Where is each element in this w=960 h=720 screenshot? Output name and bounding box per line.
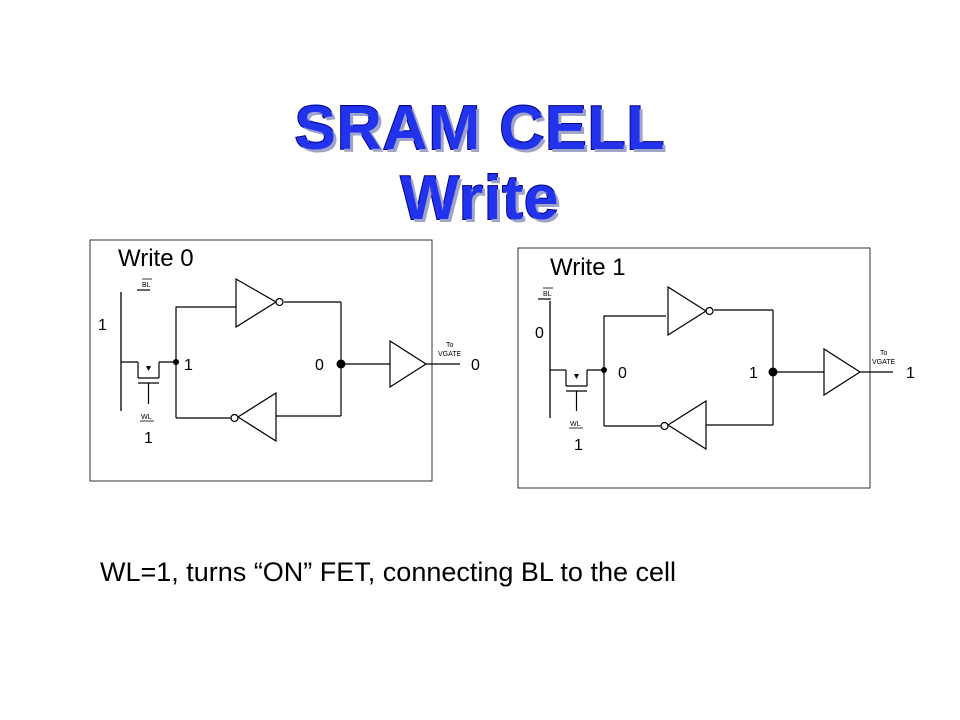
output-value: 1 [906, 365, 915, 382]
panel-frame [89, 239, 433, 482]
output-buffer [823, 347, 862, 397]
title-line-2: Write [400, 164, 560, 233]
out-label-top: To [880, 350, 888, 357]
wl-label: WL [570, 421, 581, 428]
left-node-value: 1 [184, 357, 193, 374]
panel-write-1: Write 1 BL 0 WL 1 [517, 247, 915, 489]
node-dot-left [173, 359, 179, 365]
title-line-1: SRAM CELL [294, 94, 666, 163]
output-buffer [389, 339, 428, 389]
panel-write-0: Write 0 BL 1 WL 1 [89, 239, 480, 482]
wl-value: 1 [574, 437, 583, 454]
caption: WL=1, turns “ON” FET, connecting BL to t… [100, 557, 676, 587]
out-label-bottom: VGATE [438, 351, 462, 358]
panel-header: Write 0 [118, 245, 194, 272]
bl-value: 1 [98, 317, 107, 334]
inverter-bottom [230, 391, 277, 443]
bl-label: BL [543, 291, 552, 298]
inverter-top [235, 277, 284, 329]
right-node-value: 0 [315, 357, 324, 374]
panel-frame [517, 247, 871, 489]
bl-value: 0 [535, 325, 544, 342]
panel-header: Write 1 [550, 254, 626, 281]
inverter-top [667, 285, 714, 337]
access-transistor [550, 369, 604, 411]
bl-label: BL [142, 282, 151, 289]
out-label-bottom: VGATE [872, 359, 896, 366]
node-dot-left [601, 367, 607, 373]
output-value: 0 [471, 357, 480, 374]
out-label-top: To [446, 342, 454, 349]
wl-label: WL [141, 414, 152, 421]
left-node-value: 0 [618, 365, 627, 382]
right-node-value: 1 [749, 365, 758, 382]
inverter-bottom [660, 399, 707, 451]
wl-value: 1 [144, 430, 153, 447]
access-transistor [121, 361, 176, 404]
